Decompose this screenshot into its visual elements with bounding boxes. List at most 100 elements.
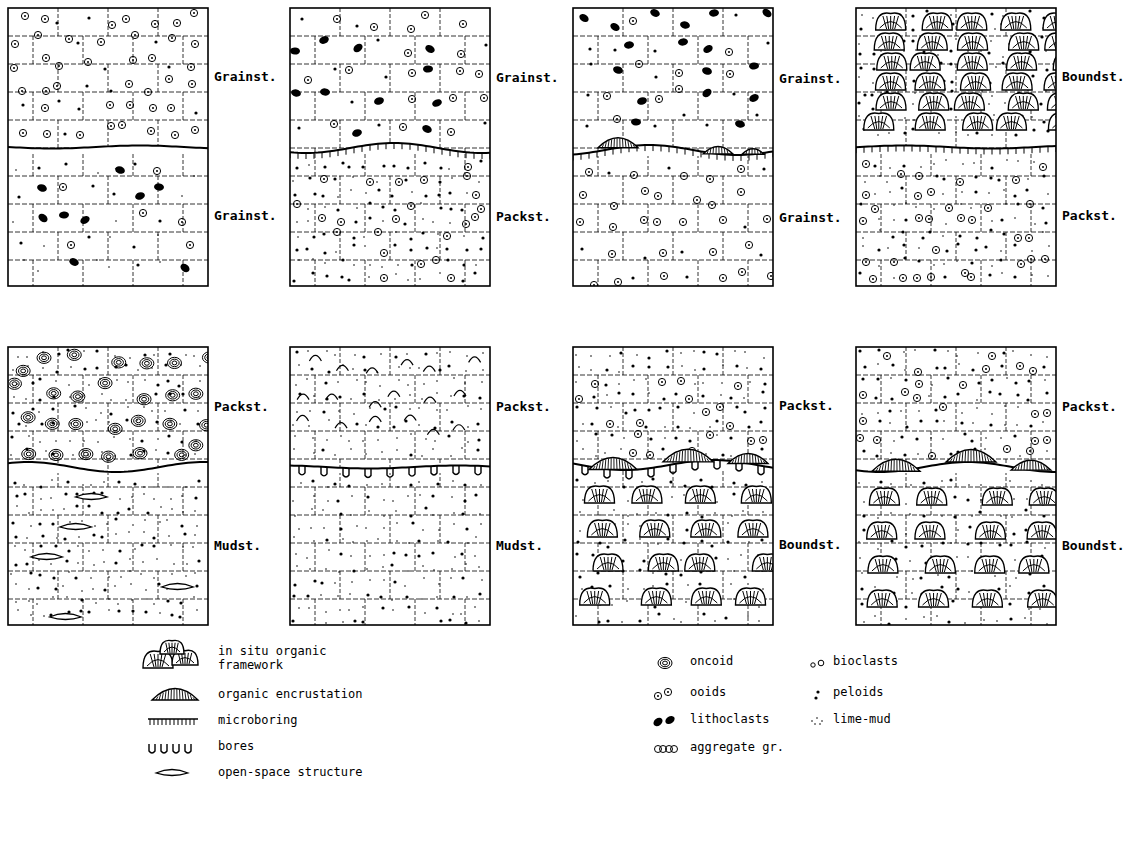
lime-mud (160, 506, 162, 508)
lime-mud (294, 435, 296, 437)
peloid (368, 201, 371, 204)
lithoclast (153, 183, 164, 192)
peloid (461, 576, 464, 579)
peloid (613, 48, 616, 51)
bedding-line (315, 487, 316, 515)
bedding-line (1006, 176, 1007, 204)
peloid (80, 598, 83, 601)
ooid (737, 165, 744, 172)
lime-mud (872, 17, 874, 19)
section-frame (290, 8, 490, 286)
lime-mud (392, 500, 394, 502)
organic-framework (1021, 76, 1025, 89)
ooid (897, 170, 904, 177)
lime-mud (102, 549, 104, 551)
bedding-line (83, 375, 84, 403)
organic-encrustation (633, 145, 635, 148)
peloid (51, 522, 54, 525)
organic-framework (883, 96, 887, 109)
lime-mud (50, 497, 52, 499)
peloid (478, 592, 481, 595)
organic-framework (915, 73, 945, 90)
ooid (930, 191, 932, 193)
lime-mud (955, 116, 957, 118)
discontinuity-surface (856, 146, 1056, 149)
peloid (152, 544, 155, 547)
bedding-line (698, 92, 699, 120)
peloid (390, 194, 393, 197)
ooid (579, 221, 581, 223)
lime-mud (878, 265, 880, 267)
lime-mud (425, 438, 427, 440)
boundary-band (290, 143, 490, 154)
ooid (657, 195, 659, 197)
peloid (755, 113, 758, 116)
lime-mud (418, 407, 420, 409)
lime-mud (310, 527, 312, 529)
bedding-line (648, 204, 649, 232)
ooid (330, 120, 337, 127)
ooid (42, 87, 49, 94)
ooid (970, 276, 972, 278)
lime-mud (85, 407, 87, 409)
peloid (333, 177, 336, 180)
ooid (464, 163, 471, 170)
ooid (462, 220, 469, 227)
peloid (74, 576, 77, 579)
lime-mud (292, 180, 294, 182)
organic-encrustation (710, 149, 712, 154)
bedding-line (881, 260, 882, 286)
oncoid (114, 359, 123, 367)
lime-mud (406, 353, 408, 355)
lime-mud (396, 449, 398, 451)
lithoclast (421, 124, 433, 135)
ooid (462, 23, 464, 25)
peloid (292, 594, 295, 597)
ooid (862, 220, 864, 222)
lime-mud (453, 377, 455, 379)
bedding-line (415, 431, 416, 459)
ooid (13, 67, 15, 69)
organic-framework (937, 16, 938, 29)
organic-framework (889, 36, 890, 49)
ooid (79, 134, 81, 136)
peloid (943, 275, 946, 278)
lime-mud (349, 593, 351, 595)
organic-framework (890, 76, 891, 89)
lime-mud (383, 515, 385, 517)
ooid (609, 223, 616, 230)
lime-mud (337, 595, 339, 597)
peloid (65, 559, 68, 562)
peloid (73, 404, 76, 407)
lime-mud (475, 264, 477, 266)
organic-framework (934, 36, 936, 49)
peloid (295, 248, 298, 251)
peloid (14, 563, 17, 566)
ooid (68, 38, 70, 40)
ooid (142, 212, 144, 214)
organic-framework (980, 76, 984, 89)
bedding-line (33, 204, 34, 232)
ooid (153, 167, 160, 174)
ooid (42, 54, 49, 61)
ooid (471, 213, 478, 220)
organic-framework (932, 76, 934, 89)
bedding-line (183, 375, 184, 403)
peloid (859, 66, 862, 69)
organic-framework (1047, 93, 1056, 110)
oncoid (172, 361, 177, 365)
peloid (55, 21, 58, 24)
ooid (971, 219, 973, 221)
peloid (589, 62, 592, 65)
peloid (871, 107, 874, 110)
organic-framework (972, 56, 973, 69)
boundary-band (856, 146, 1056, 154)
open-space-structure (161, 584, 193, 590)
organic-framework (896, 56, 900, 69)
peloid (333, 482, 336, 485)
ooid (171, 37, 173, 39)
peloid (393, 208, 396, 211)
bedding-line (723, 176, 724, 204)
bedding-line (723, 232, 724, 260)
lime-mud (307, 350, 309, 352)
